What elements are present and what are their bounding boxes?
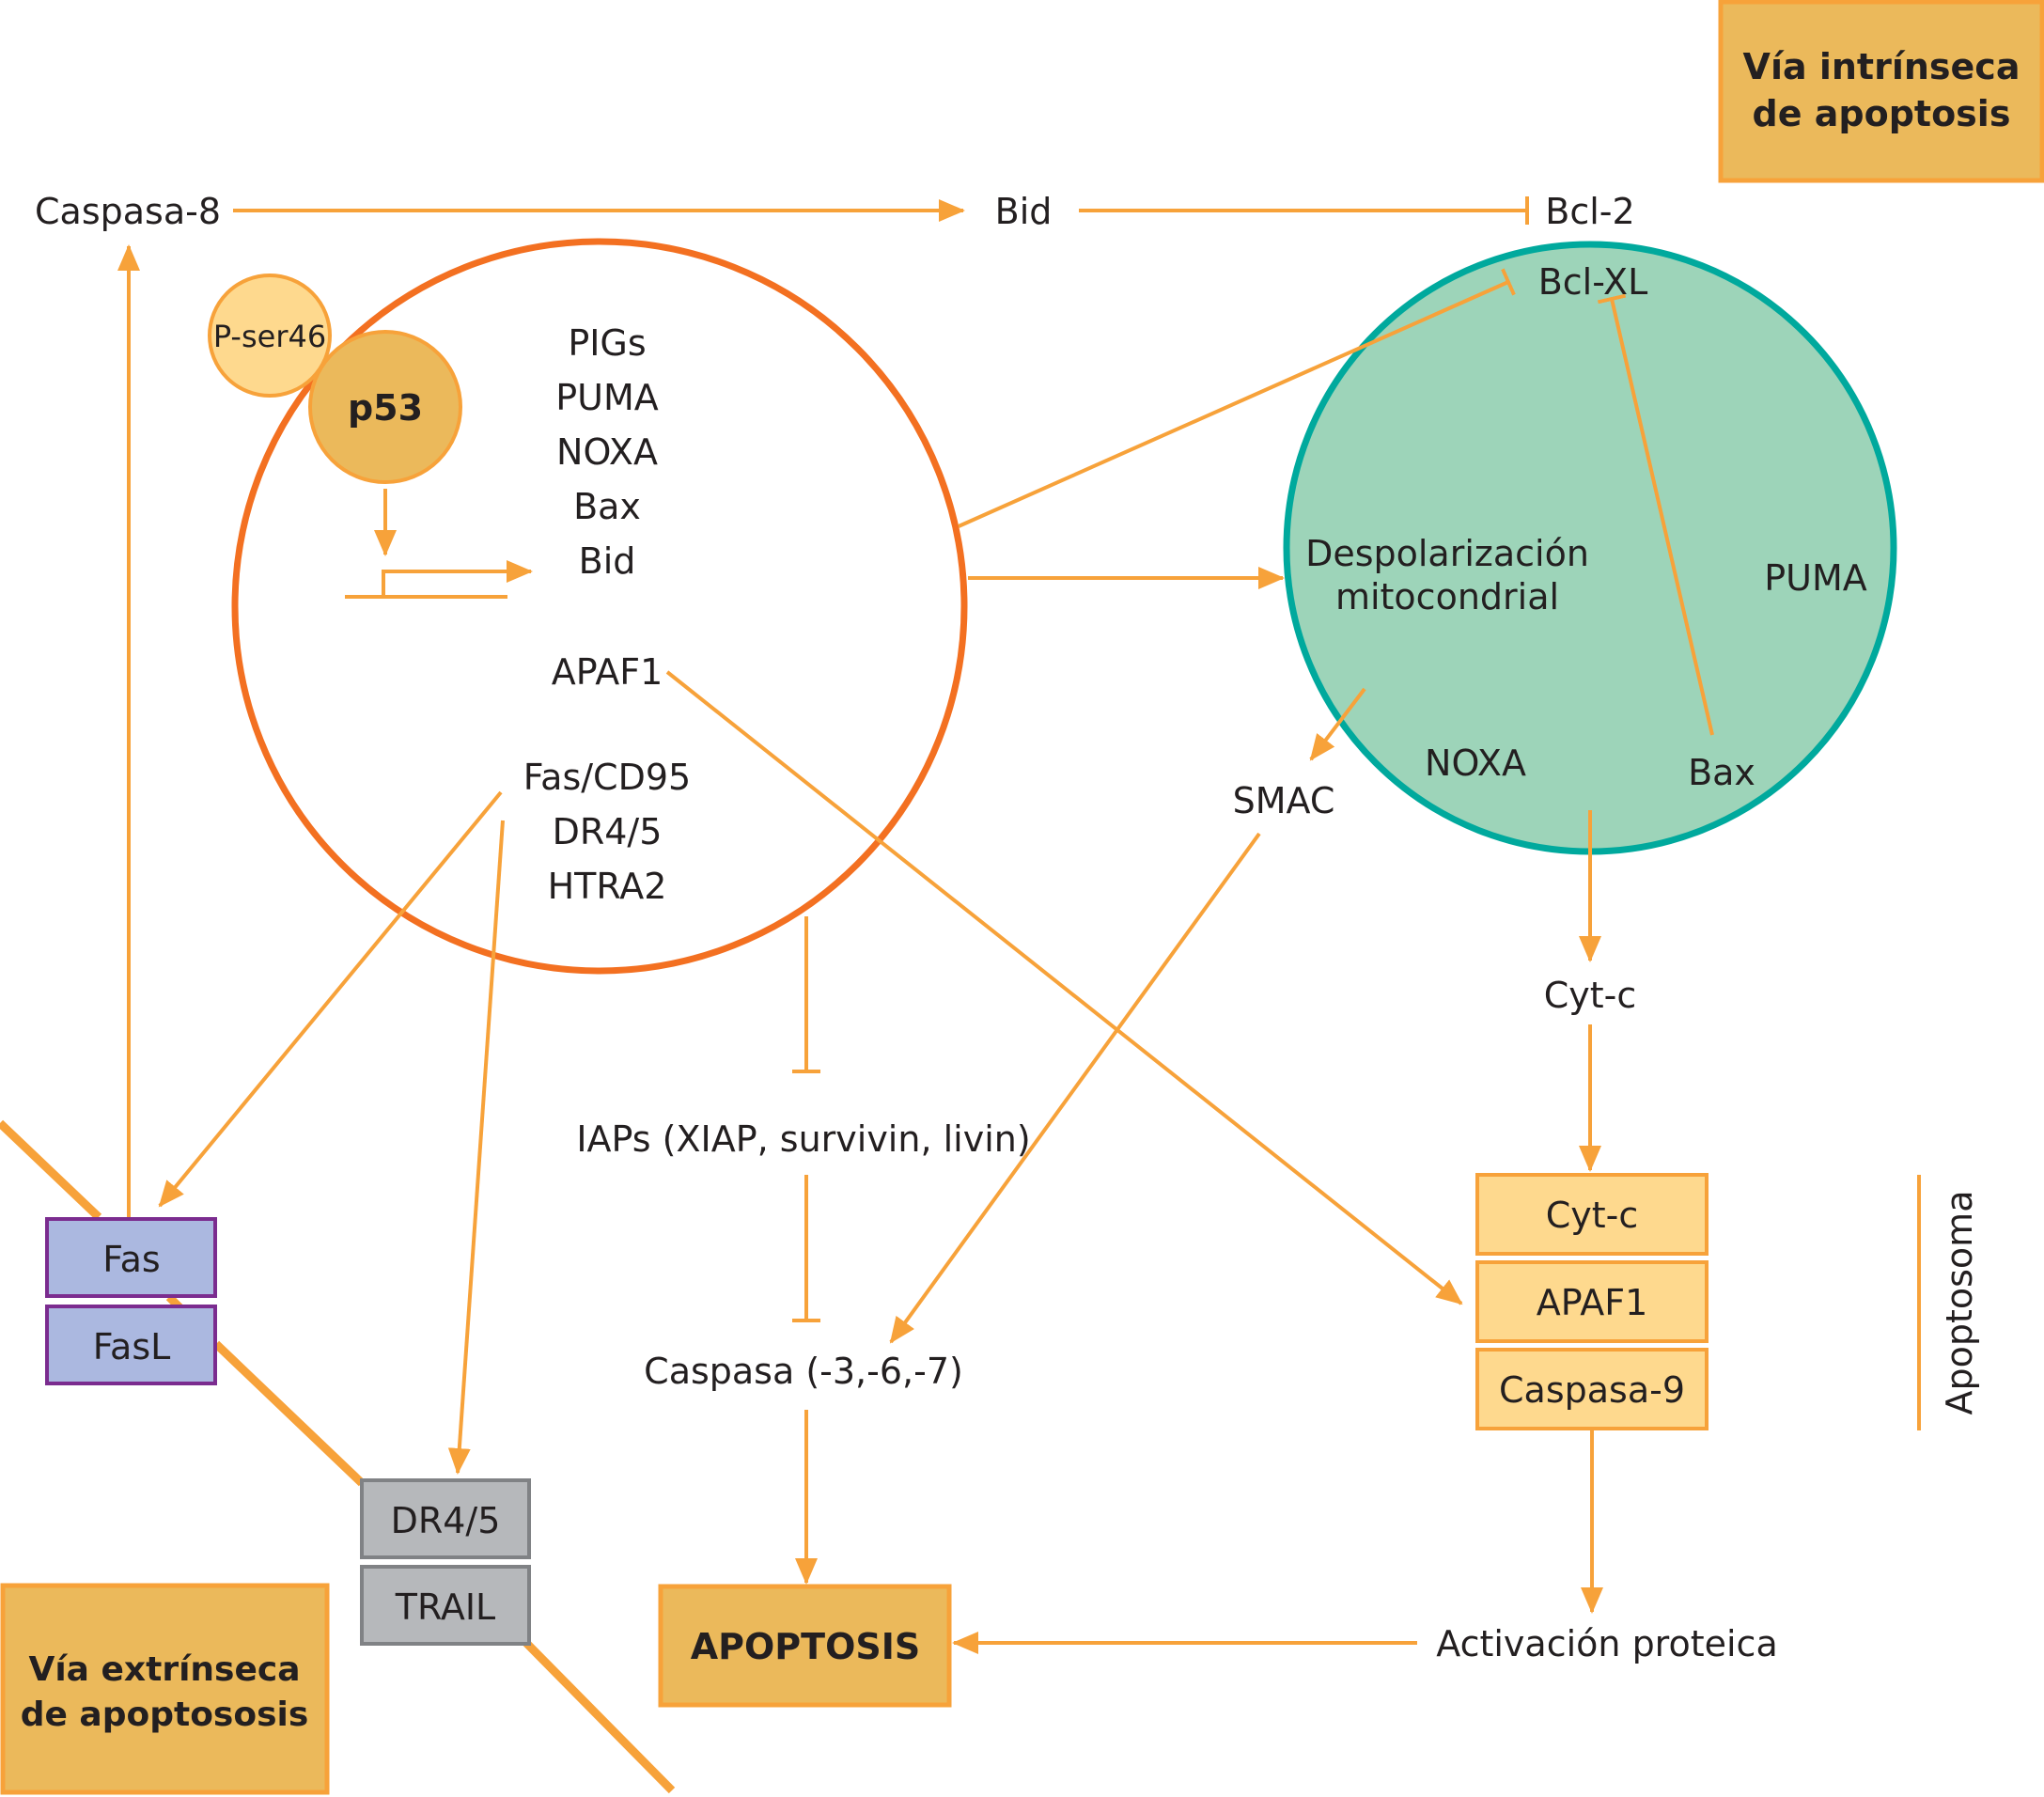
fas-receptor-complex: Fas FasL bbox=[45, 1217, 217, 1385]
extrinsic-title-line2: de apoptososis bbox=[21, 1695, 309, 1734]
p53-node bbox=[308, 330, 462, 484]
apoptosome-complex: Cyt-c APAF1 Caspasa-9 bbox=[1475, 1173, 1709, 1430]
target-bid: Bid bbox=[579, 540, 636, 582]
pser46-label: P-ser46 bbox=[213, 319, 326, 354]
membrane-line bbox=[212, 1340, 366, 1487]
fas-label: Fas bbox=[102, 1239, 160, 1280]
target-puma: PUMA bbox=[555, 377, 659, 418]
apoptosome-caspase9-label: Caspasa-9 bbox=[1499, 1369, 1685, 1411]
fas-cd95-to-fas-arrow bbox=[158, 790, 503, 1208]
p53-label: p53 bbox=[348, 387, 423, 429]
dr45-to-receptor-arrow bbox=[447, 820, 505, 1475]
trail-label: TRAIL bbox=[395, 1586, 495, 1628]
apoptosome-cytc-box bbox=[1475, 1173, 1709, 1256]
apoptosome-apaf1-box bbox=[1475, 1260, 1709, 1343]
smac-label: SMAC bbox=[1233, 780, 1335, 821]
target-pigs: PIGs bbox=[568, 322, 646, 364]
caspase8-label: Caspasa-8 bbox=[35, 191, 221, 232]
p53-inhibits-bclxl bbox=[958, 268, 1516, 528]
membrane-line bbox=[0, 1119, 102, 1221]
bax-inhibits-bclxl bbox=[1597, 293, 1714, 736]
bclxl-label: Bcl-XL bbox=[1538, 261, 1648, 303]
trail-box bbox=[360, 1565, 531, 1646]
apoptosome-caspase9-box bbox=[1475, 1348, 1709, 1430]
intrinsic-pathway-title: Vía intrínseca de apoptosis bbox=[1718, 0, 2044, 183]
cytc-label: Cyt-c bbox=[1544, 975, 1637, 1016]
dr45-label: DR4/5 bbox=[391, 1500, 501, 1541]
iaps-label: IAPs (XIAP, survivin, livin) bbox=[576, 1118, 1030, 1160]
apaf1-to-apoptosome-arrow bbox=[665, 670, 1463, 1305]
apoptosis-box: APOPTOSIS bbox=[658, 1584, 952, 1708]
fasl-box bbox=[45, 1305, 217, 1385]
mito-bax-label: Bax bbox=[1688, 752, 1755, 793]
membrane-line bbox=[523, 1639, 676, 1794]
pser46-node bbox=[208, 273, 332, 398]
depolarization-line1: Despolarización bbox=[1305, 533, 1589, 574]
depolarization-line2: mitocondrial bbox=[1335, 576, 1559, 617]
fasl-label: FasL bbox=[93, 1326, 171, 1367]
target-htra2: HTRA2 bbox=[548, 866, 667, 907]
intrinsic-title-line1: Vía intrínseca bbox=[1743, 46, 2021, 87]
protein-activation-label: Activación proteica bbox=[1436, 1623, 1778, 1664]
dr45-box bbox=[360, 1478, 531, 1559]
apoptosome-label: Apoptosoma bbox=[1939, 1191, 1980, 1415]
bid-label: Bid bbox=[995, 191, 1053, 232]
effector-caspases-label: Caspasa (-3,-6,-7) bbox=[644, 1351, 963, 1392]
target-dr45: DR4/5 bbox=[553, 811, 663, 852]
target-bax: Bax bbox=[573, 486, 641, 527]
apoptosome-cytc-label: Cyt-c bbox=[1546, 1195, 1639, 1236]
p53-targets-group1: PIGs PUMA NOXA Bax Bid bbox=[555, 322, 659, 582]
intrinsic-title-line2: de apoptosis bbox=[1753, 93, 2011, 134]
promoter-arrow bbox=[382, 560, 533, 597]
target-apaf1: APAF1 bbox=[552, 651, 663, 693]
dr-receptor-complex: DR4/5 TRAIL bbox=[360, 1478, 531, 1646]
extrinsic-title-line1: Vía extrínseca bbox=[28, 1650, 300, 1689]
p53-targets-group2: Fas/CD95 DR4/5 HTRA2 bbox=[523, 757, 691, 907]
apoptosome-apaf1-label: APAF1 bbox=[1537, 1282, 1648, 1323]
extrinsic-pathway-title: Vía extrínseca de apoptososis bbox=[0, 1583, 330, 1795]
mito-noxa-label: NOXA bbox=[1425, 742, 1526, 784]
mito-to-smac-arrow bbox=[1309, 687, 1366, 761]
target-noxa: NOXA bbox=[556, 431, 658, 473]
smac-to-caspases-arrow bbox=[889, 832, 1261, 1344]
bcl2-label: Bcl-2 bbox=[1545, 191, 1634, 232]
fas-box bbox=[45, 1217, 217, 1298]
apoptosis-label: APOPTOSIS bbox=[691, 1626, 921, 1667]
mito-puma-label: PUMA bbox=[1764, 557, 1867, 599]
target-fas-cd95: Fas/CD95 bbox=[523, 757, 691, 798]
